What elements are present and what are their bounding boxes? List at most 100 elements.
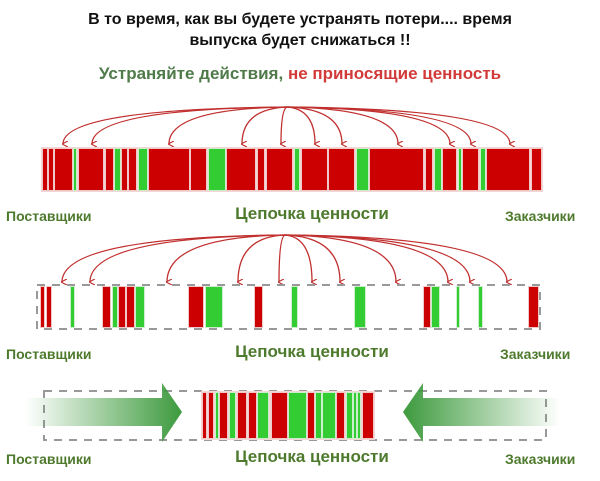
- value-segment: [347, 393, 352, 438]
- waste-segment: [41, 287, 44, 327]
- waste-segment: [363, 393, 373, 438]
- value-segment: [209, 149, 225, 190]
- waste-segment: [103, 287, 110, 327]
- waste-segment: [119, 287, 125, 327]
- waste-segment: [209, 393, 213, 438]
- waste-arrow: [92, 106, 288, 144]
- waste-arrow: [169, 106, 288, 144]
- waste-segment: [220, 393, 227, 438]
- value-segment: [432, 287, 439, 327]
- title-line-2: выпуска будет снижаться !!: [189, 32, 411, 49]
- customer-label-1: Заказчики: [505, 208, 576, 224]
- waste-segment: [149, 149, 189, 190]
- waste-arrows-top: [63, 106, 510, 144]
- waste-segment: [129, 149, 136, 190]
- waste-arrow: [286, 106, 315, 144]
- waste-segment: [238, 393, 246, 438]
- waste-arrow: [281, 106, 288, 144]
- value-segment: [358, 393, 360, 438]
- value-chain-label-2: Цепочка ценности: [235, 342, 389, 361]
- value-segment: [206, 287, 222, 327]
- value-chain-bar-reduced: [40, 286, 539, 328]
- value-segment: [216, 393, 218, 438]
- waste-segment: [272, 393, 287, 438]
- value-segment: [295, 149, 299, 190]
- value-segment: [435, 149, 441, 190]
- waste-segment: [189, 287, 203, 327]
- waste-arrow: [238, 234, 286, 282]
- value-segment: [74, 149, 76, 190]
- value-segment: [323, 393, 335, 438]
- waste-arrow: [242, 106, 288, 144]
- waste-arrow: [284, 234, 507, 282]
- value-segment: [459, 149, 461, 190]
- value-segment: [139, 149, 147, 190]
- value-segment: [355, 287, 365, 327]
- value-chain-dashed-outline: [36, 284, 541, 330]
- waste-segment: [329, 149, 354, 190]
- waste-segment: [337, 393, 344, 438]
- waste-segment: [258, 149, 264, 190]
- title-line-1: В то время, как вы будете устранять поте…: [88, 11, 512, 28]
- supplier-label-3: Поставщики: [6, 451, 92, 467]
- waste-segment: [302, 149, 327, 190]
- value-segment: [136, 287, 144, 327]
- waste-segment: [47, 287, 51, 327]
- value-segment: [230, 393, 235, 438]
- value-chain-bar-full: [41, 147, 543, 192]
- waste-segment: [443, 149, 456, 190]
- value-segment: [292, 287, 297, 327]
- value-segment: [481, 149, 485, 190]
- waste-arrow: [284, 234, 312, 282]
- waste-arrow: [90, 234, 286, 282]
- value-chain-label-1: Цепочка ценности: [235, 204, 389, 223]
- waste-segment: [127, 287, 134, 327]
- waste-arrow: [284, 234, 340, 282]
- customer-flow-arrow-icon: [403, 383, 560, 442]
- waste-arrow: [286, 106, 510, 144]
- value-segment: [258, 393, 268, 438]
- subtitle-non-value: не приносящие ценность: [287, 64, 502, 83]
- waste-segment: [424, 287, 430, 327]
- waste-segment: [55, 149, 72, 190]
- supplier-label-1: Поставщики: [6, 208, 92, 224]
- waste-segment: [49, 149, 53, 190]
- waste-segment: [249, 393, 256, 438]
- waste-segment: [308, 393, 314, 438]
- waste-segment: [463, 149, 478, 190]
- waste-segment: [370, 149, 423, 190]
- supplier-label-2: Поставщики: [6, 346, 92, 362]
- waste-segment: [106, 149, 113, 190]
- waste-segment: [227, 149, 255, 190]
- value-chain-label-3: Цепочка ценности: [235, 447, 389, 466]
- customer-label-3: Заказчики: [505, 451, 576, 467]
- waste-segment: [487, 149, 529, 190]
- waste-segment: [267, 149, 292, 190]
- waste-arrow: [286, 106, 450, 144]
- value-segment: [479, 287, 482, 327]
- value-segment: [457, 287, 459, 327]
- supplier-flow-arrow-icon: [25, 383, 182, 442]
- waste-segment: [529, 287, 538, 327]
- value-segment: [316, 393, 321, 438]
- waste-arrow: [279, 234, 286, 282]
- waste-arrow: [167, 234, 286, 282]
- value-chain-bar-compressed: [201, 391, 375, 440]
- value-segment: [113, 287, 117, 327]
- waste-segment: [79, 149, 103, 190]
- waste-segment: [122, 149, 127, 190]
- waste-arrows-middle: [62, 234, 507, 282]
- waste-segment: [532, 149, 541, 190]
- customer-label-2: Заказчики: [500, 346, 571, 362]
- waste-arrow: [284, 234, 470, 282]
- waste-segment: [203, 393, 206, 438]
- value-segment: [354, 393, 356, 438]
- value-segment: [115, 149, 120, 190]
- value-segment: [71, 287, 74, 327]
- value-segment: [289, 393, 306, 438]
- waste-segment: [191, 149, 206, 190]
- subtitle: Устраняйте действия, не приносящие ценно…: [0, 64, 600, 84]
- subtitle-eliminate: Устраняйте действия,: [98, 64, 284, 83]
- waste-segment: [43, 149, 47, 190]
